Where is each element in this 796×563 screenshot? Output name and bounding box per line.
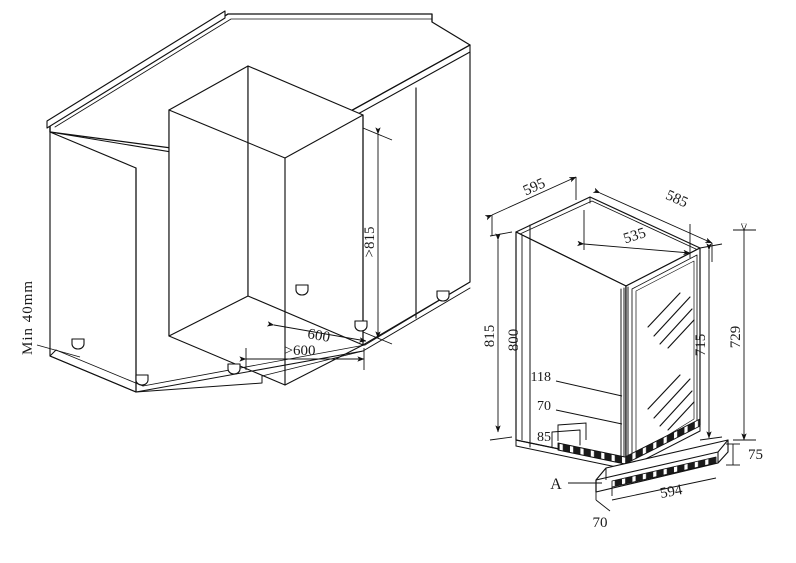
hinge-upper-label: 118: [531, 370, 551, 385]
niche-width-dimension: [239, 348, 365, 370]
grille-length-dimension: [611, 477, 717, 501]
detail-a-marker: A: [550, 476, 562, 493]
plinth-height-label: 85: [537, 430, 551, 445]
grille-depth-label: 70: [593, 515, 608, 531]
cabinet-height-label: 800: [506, 329, 522, 352]
top-width-inner-dimension: [577, 210, 691, 258]
detail-a-grille: [595, 439, 729, 500]
niche-depth-label: 600: [306, 326, 331, 346]
hinge-mid-label: 70: [537, 399, 551, 414]
grille-length-label: 594: [659, 482, 685, 502]
niche-depth-dimension: [266, 321, 367, 343]
appliance-drawing: [515, 196, 701, 470]
appliance-base-vent: [557, 418, 701, 465]
body-height-dimension: [489, 231, 513, 441]
min-gap-label: Min 40mm: [20, 280, 36, 355]
worktop-backsplash: [46, 10, 226, 129]
grille-height-dimension: [726, 443, 740, 466]
niche-height-dimension: [362, 127, 393, 345]
min-gap-dimension: [36, 344, 81, 358]
top-width-outer-dimension: [484, 176, 577, 236]
grille-height-label: 75: [748, 447, 763, 463]
top-width-inner-label: 535: [622, 225, 648, 247]
cabinet-plinth: [49, 281, 471, 393]
door-height-dimension: [699, 243, 723, 441]
overall-height-dimension: [733, 230, 756, 441]
niche-width-label: >600: [285, 343, 316, 359]
door-hinge-stile: [620, 286, 629, 463]
hinge-dimension-leaders: [555, 380, 623, 441]
glass-reflection-lines: [647, 292, 695, 431]
overall-height-label: 729: [728, 326, 744, 349]
door-height-label: 715: [693, 334, 709, 357]
body-height-label: 815: [482, 325, 498, 348]
niche-opening: [168, 65, 364, 386]
grille-depth-dimension: [595, 499, 611, 512]
cabinet-right-body: [362, 51, 471, 346]
cabinet-niche-drawing: [46, 10, 471, 393]
niche-height-label: >815: [362, 227, 378, 258]
